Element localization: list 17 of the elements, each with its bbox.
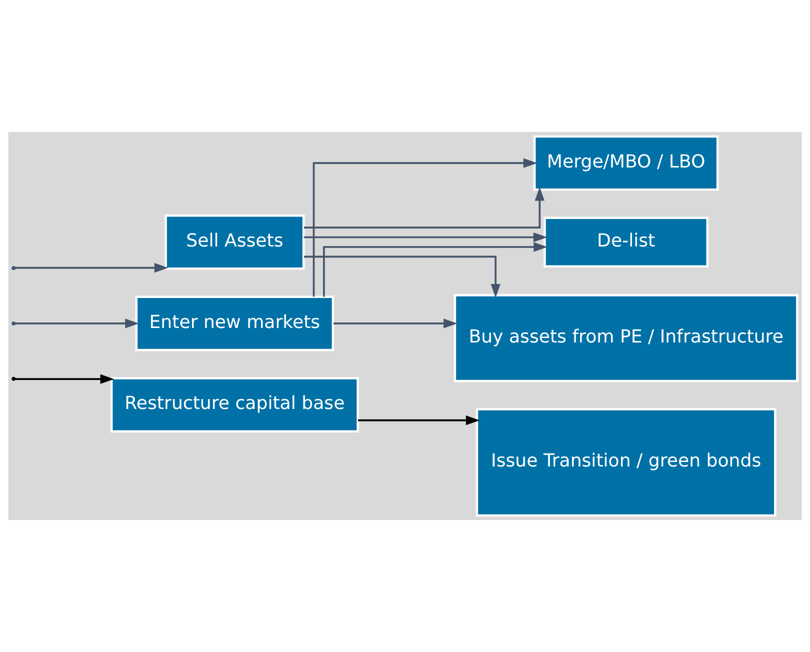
arrow (304, 232, 548, 242)
arrow (323, 242, 548, 297)
arrow (304, 186, 544, 228)
node-box: Issue Transition / green bonds (476, 408, 776, 517)
arrow (312, 158, 538, 297)
arrow (304, 256, 500, 298)
node-box: De-list (544, 216, 709, 268)
node-box: Restructure capital base (110, 377, 359, 432)
arrow (14, 318, 139, 328)
arrow (333, 318, 458, 328)
arrow (14, 263, 168, 273)
node-box: Buy assets from PE / Infrastructure (454, 294, 798, 382)
arrow (14, 374, 114, 384)
node-box: Enter new markets (135, 296, 334, 352)
arrow (358, 415, 480, 426)
node-box: Merge/MBO / LBO (533, 135, 719, 191)
node-box: Sell Assets (164, 214, 305, 270)
